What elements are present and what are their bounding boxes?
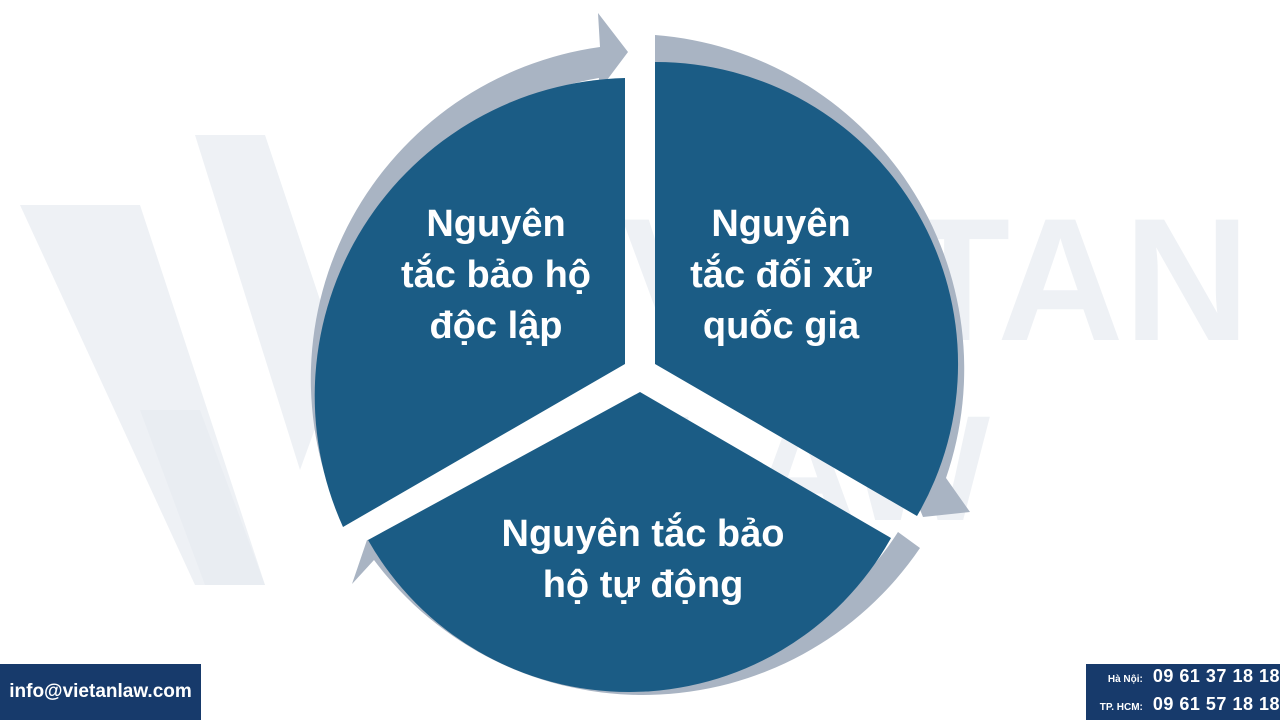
phone-badge: Hà Nội: 09 61 37 18 18 TP. HCM: 09 61 57… xyxy=(1086,664,1280,720)
label-tu-dong-line-1: Nguyên tắc bảo xyxy=(502,511,785,555)
watermark-v-shape-right xyxy=(195,135,340,470)
label-tu-dong-line-2: hộ tự động xyxy=(543,564,744,606)
label-doc-lap-line-2: tắc bảo hộ xyxy=(401,252,591,296)
email-badge[interactable]: info@vietanlaw.com xyxy=(0,664,201,720)
segment-bao-ho-tu-dong xyxy=(368,392,891,692)
phone-city-hcm: TP. HCM: xyxy=(1099,702,1143,713)
watermark-w-shape xyxy=(140,410,265,585)
phone-city-ha-noi: Hà Nội: xyxy=(1107,674,1143,685)
label-doc-lap-line-3: độc lập xyxy=(429,305,562,347)
phone-number-hcm[interactable]: 09 61 57 18 18 xyxy=(1152,694,1280,714)
label-doc-lap-line-1: Nguyên xyxy=(426,203,565,245)
segment-doi-xu-quoc-gia xyxy=(655,61,959,517)
label-quoc-gia-line-3: quốc gia xyxy=(703,305,860,347)
phone-number-ha-noi[interactable]: 09 61 37 18 18 xyxy=(1152,666,1280,686)
segment-doc-lap xyxy=(314,78,625,527)
pie-segments xyxy=(314,61,959,692)
label-quoc-gia-line-2: tắc đối xử xyxy=(690,252,872,296)
email-text[interactable]: info@vietanlaw.com xyxy=(9,681,192,702)
phone-row-ha-noi: Hà Nội: 09 61 37 18 18 xyxy=(1094,664,1280,692)
segment-labels: Nguyên tắc bảo hộ độc lập Nguyên tắc đối… xyxy=(401,203,872,606)
label-quoc-gia-line-1: Nguyên xyxy=(711,203,850,245)
phone-row-hcm: TP. HCM: 09 61 57 18 18 xyxy=(1094,692,1280,720)
